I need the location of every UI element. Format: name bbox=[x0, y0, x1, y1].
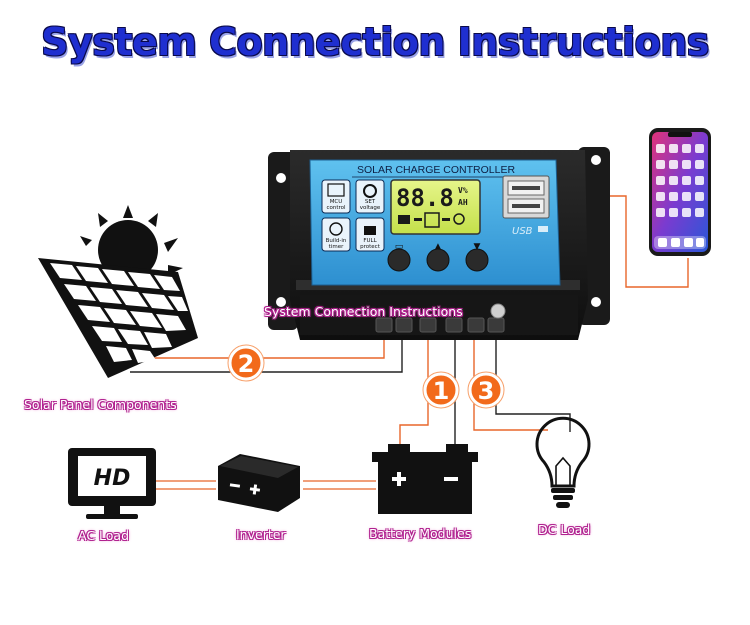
bulb-mini-icon bbox=[453, 213, 465, 225]
wire-dcload-black bbox=[495, 332, 571, 432]
ac-load-label: AC Load bbox=[78, 528, 130, 543]
lock-icon bbox=[364, 226, 376, 235]
battery-label: Battery Modules bbox=[369, 526, 472, 541]
controller-buttons: ▭ ▲ ▼ bbox=[387, 242, 489, 272]
badge-mcu-line2: control bbox=[326, 205, 346, 211]
badge-2: 2 bbox=[227, 344, 265, 382]
lcd-status-icons bbox=[398, 212, 465, 228]
badge-mcu-line1: MCU bbox=[330, 199, 343, 205]
panel-mini-icon bbox=[398, 215, 410, 224]
solar-panel-label: Solar Panel Components bbox=[24, 397, 177, 412]
usb-ports-icon: USB bbox=[502, 175, 550, 237]
wire-dcload-orange bbox=[473, 332, 548, 431]
page-title: System Connection Instructions bbox=[41, 20, 709, 64]
controller-header: SOLAR CHARGE CONTROLLER bbox=[357, 164, 516, 176]
phone-icon bbox=[649, 128, 711, 256]
badges: MCU control SET voltage Build-in timer F… bbox=[321, 179, 385, 252]
badge-2-number: 2 bbox=[238, 350, 255, 378]
wire-solar-black bbox=[130, 332, 403, 373]
chip-icon bbox=[327, 183, 345, 197]
lcd-screen bbox=[390, 179, 481, 235]
badge-full-line1: FULL bbox=[363, 238, 377, 244]
panel-cells bbox=[50, 263, 188, 363]
svg-text:▭: ▭ bbox=[395, 242, 404, 252]
light-bulb-icon bbox=[535, 416, 591, 508]
clock-icon bbox=[329, 222, 343, 236]
svg-text:▲: ▲ bbox=[435, 242, 442, 252]
badge-full-line2: protect bbox=[360, 244, 381, 250]
inverter-label: Inverter bbox=[236, 527, 286, 542]
badge-1: 1 bbox=[422, 371, 460, 409]
badge-1-number: 1 bbox=[433, 377, 450, 405]
badge-3: 3 bbox=[467, 371, 505, 409]
controller-overlay-label: System Connection Instructions bbox=[264, 304, 463, 319]
tv-icon: HD bbox=[68, 448, 156, 519]
wire-solar-orange bbox=[130, 332, 385, 359]
wires bbox=[130, 195, 689, 490]
battery-mini-icon bbox=[424, 212, 440, 228]
badge-timer-line2: timer bbox=[329, 244, 344, 250]
usb-label: USB bbox=[512, 226, 533, 237]
badge-timer-line1: Build-in bbox=[326, 238, 347, 244]
gear-icon bbox=[363, 184, 377, 198]
connection-badges: 2 1 3 bbox=[227, 344, 505, 409]
up-button[interactable] bbox=[426, 248, 450, 272]
dc-load-label: DC Load bbox=[538, 522, 591, 537]
battery-icon bbox=[372, 444, 478, 514]
solar-panel-icon bbox=[38, 205, 198, 378]
svg-text:▼: ▼ bbox=[474, 242, 481, 252]
badge-3-number: 3 bbox=[478, 377, 495, 405]
lcd-units-bottom: AH bbox=[458, 198, 468, 207]
lcd-units-top: V% bbox=[458, 186, 468, 195]
charge-controller: SOLAR CHARGE CONTROLLER MCU control SET … bbox=[268, 147, 610, 340]
down-button[interactable] bbox=[465, 248, 489, 272]
menu-button[interactable] bbox=[387, 248, 411, 272]
badge-set-line2: voltage bbox=[360, 205, 381, 211]
lcd-digits: 88.8 bbox=[396, 184, 454, 212]
inverter-icon bbox=[218, 454, 300, 512]
tv-hd-text: HD bbox=[94, 466, 131, 491]
badge-set-line1: SET bbox=[365, 199, 376, 205]
